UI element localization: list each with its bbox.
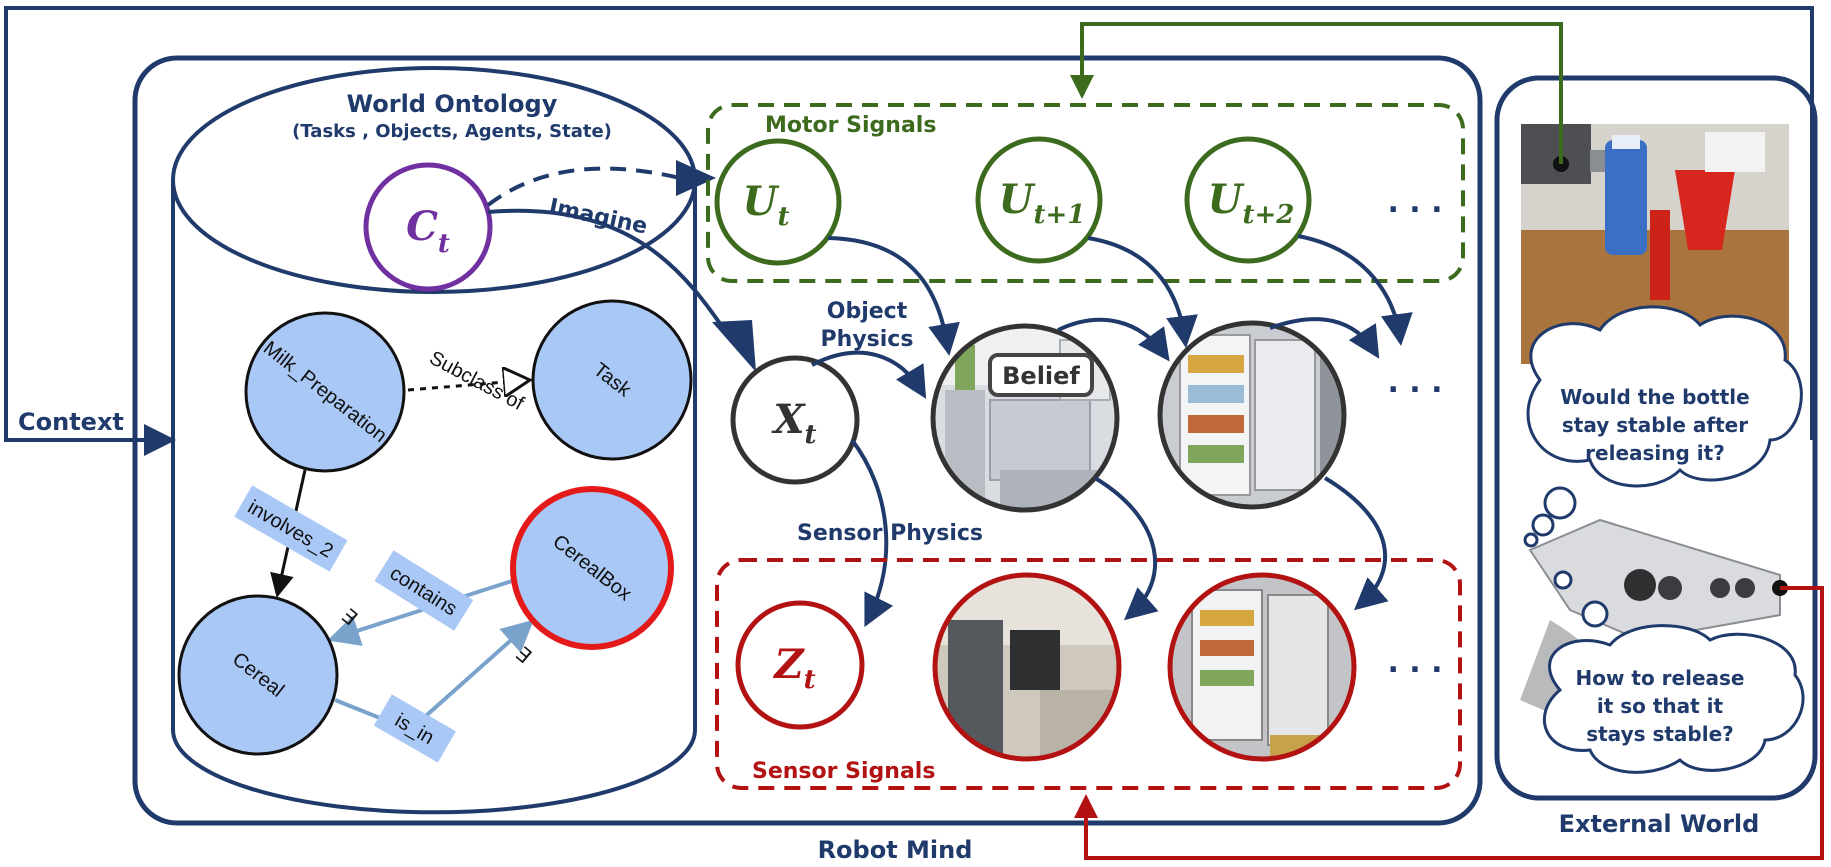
- external-world-frame: [1494, 75, 1818, 801]
- motor-node-t2-label: Ut+2: [1208, 176, 1295, 230]
- context-variable-node: [363, 162, 493, 292]
- u-t2-to-belief-arrow: [1297, 234, 1413, 346]
- sensor-node-label: Zt: [772, 641, 815, 695]
- motor-node-t: [714, 138, 842, 266]
- task-node: [531, 299, 693, 461]
- question-2-line-1: How to release: [1576, 666, 1745, 690]
- ontology-cylinder: [171, 180, 697, 815]
- is-in-edge: [334, 619, 534, 733]
- motor-signals-label: Motor Signals: [765, 113, 936, 138]
- robot-mind-label: Robot Mind: [818, 836, 973, 864]
- cereal-node: [177, 594, 339, 756]
- motor-command-loop: [1070, 22, 1563, 164]
- belief1-to-sensor1-arrow: [1093, 476, 1159, 621]
- imagine-arrow: [487, 208, 737, 347]
- question-2-line-3: stays stable?: [1586, 722, 1734, 746]
- state-node-label: Xt: [770, 396, 816, 450]
- subclass-of-label: Subclass of: [426, 347, 528, 415]
- world-ontology-title: World Ontology: [347, 90, 558, 118]
- question-2-line-2: it so that it: [1597, 694, 1724, 718]
- motor-node-t1-label: Ut+1: [999, 176, 1086, 230]
- sensor-kitchen-image: [932, 572, 1122, 762]
- sensor-physics-label: Sensor Physics: [797, 521, 983, 546]
- u-t-to-belief-arrow: [827, 236, 960, 356]
- motor-ellipsis: . . .: [1387, 185, 1442, 220]
- motor-node-t2: [1184, 136, 1312, 264]
- question-1-line-2: stay stable after: [1562, 413, 1748, 437]
- belief-badge: [988, 353, 1094, 397]
- x-to-belief-arrow: [811, 350, 927, 399]
- motor-node-t-label: Ut: [743, 178, 790, 232]
- question-cloud-2: [1542, 570, 1805, 774]
- sensor-feedback-loop: [1074, 586, 1824, 860]
- u-t1-to-belief-arrow: [1087, 236, 1198, 348]
- belief1-to-belief2-arrow: [1057, 317, 1170, 362]
- c-to-u-dashed-arrow: [486, 166, 681, 207]
- belief-fridge-image: [1157, 320, 1347, 510]
- involves-edge-label-box: involves_2: [234, 485, 348, 572]
- imagine-arrowhead: [712, 320, 756, 372]
- sensor-signals-label: Sensor Signals: [752, 759, 935, 784]
- is-in-exists-symbol: ∃: [511, 643, 535, 668]
- is-in-edge-label-box: is_in: [373, 694, 456, 763]
- question-1-line-1: Would the bottle: [1560, 385, 1749, 409]
- contains-exists-symbol: ∃: [337, 605, 361, 630]
- contains-edge-label-box: contains: [374, 550, 474, 631]
- belief-badge-label: Belief: [1002, 362, 1080, 390]
- sensor-signals-box: [715, 558, 1462, 790]
- robot-mind-frame: [132, 55, 1483, 826]
- question-1-line-3: releasing it?: [1585, 441, 1725, 465]
- motor-node-t1: [975, 136, 1103, 264]
- context-loop-line: [4, 6, 1814, 456]
- context-variable-label: Ct: [406, 203, 450, 259]
- milk-preparation-node: [244, 311, 406, 473]
- x-to-z-arrow: [850, 438, 894, 628]
- motor-signals-box: [706, 103, 1465, 283]
- belief2-to-sensor2-arrow: [1323, 476, 1389, 611]
- subclass-edge: [407, 380, 530, 390]
- object-physics-label-1: Object: [827, 299, 908, 324]
- question-cloud-1: [1523, 305, 1803, 548]
- cerealbox-node: [510, 486, 674, 650]
- sensor-ellipsis: . . .: [1387, 645, 1442, 680]
- belief2-to-next-arrow: [1269, 317, 1380, 359]
- object-physics-label-2: Physics: [821, 327, 914, 352]
- sensor-node: [735, 600, 865, 730]
- world-ontology-subtitle: (Tasks , Objects, Agents, State): [292, 121, 612, 142]
- state-node: [730, 355, 860, 485]
- external-world-label: External World: [1559, 810, 1760, 838]
- context-label: Context: [18, 408, 124, 436]
- belief-ellipsis: . . .: [1387, 365, 1442, 400]
- c-to-u-arrowhead: [676, 160, 716, 196]
- sensor-fridge-image: [1167, 572, 1357, 762]
